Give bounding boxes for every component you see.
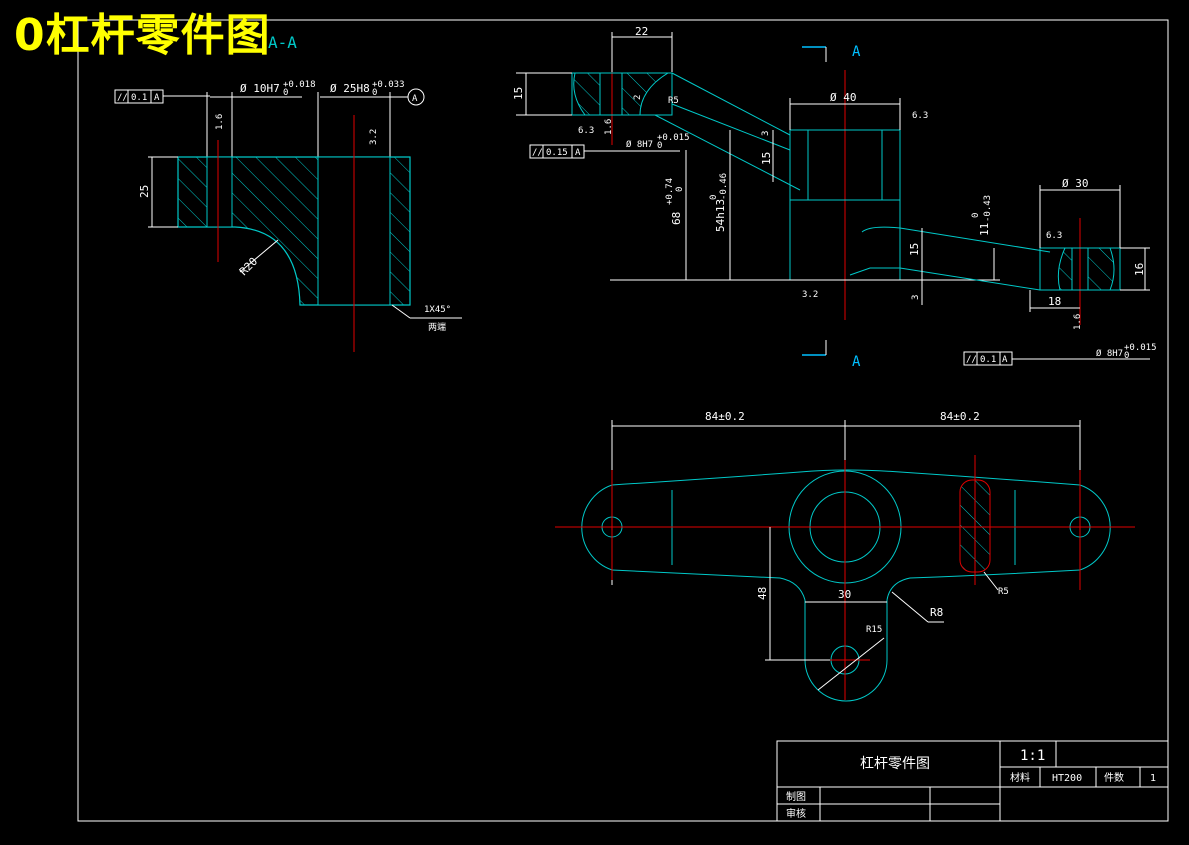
right-16: 16 (1133, 263, 1146, 276)
right-18: 18 (1048, 295, 1061, 308)
tolerance-symbol-main: // (532, 148, 543, 158)
right-bore-lower: 0 (1124, 351, 1129, 361)
section-marker-top: A (852, 44, 861, 60)
roughness-63-left: 6.3 (578, 126, 594, 136)
right-tolerance-value: 0.1 (980, 355, 996, 365)
section-view: A-A // 0.1 A Ø 10H7 +0.018 0 Ø 25H8 +0.0… (114, 33, 462, 352)
material-label: 材料 (1010, 771, 1030, 784)
height-54-upper: 0 (709, 195, 719, 200)
top-height-15: 15 (512, 87, 525, 100)
bore-small-lower: 0 (283, 88, 288, 98)
height-68-lower: 0 (675, 187, 685, 192)
outer-border (77, 19, 1169, 822)
height-68-upper: +0.74 (665, 178, 675, 205)
hub-15: 15 (908, 243, 921, 256)
radius-r8: R8 (930, 606, 943, 619)
datum-circle-label: A (412, 94, 418, 104)
tolerance-datum: A (154, 93, 160, 103)
fillet-r5: R5 (668, 96, 679, 106)
count-label: 件数 (1104, 771, 1124, 784)
dim-11-lower: -0.43 (983, 195, 993, 222)
roughness-32-base: 3.2 (802, 290, 818, 300)
dim-48: 48 (756, 587, 769, 600)
bore-8-upper: +0.015 (657, 133, 690, 143)
radius-r5: R5 (998, 587, 1009, 597)
dim-11-upper: 0 (971, 213, 981, 218)
overlay-title: 0杠杆零件图 (14, 10, 271, 61)
roughness-16: 1.6 (215, 114, 225, 130)
span-left: 84±0.2 (705, 410, 745, 423)
roughness-32: 3.2 (369, 129, 379, 145)
datum-circle (407, 88, 425, 106)
dim-3: 3 (761, 131, 771, 136)
right-tolerance-datum: A (1002, 355, 1008, 365)
span-right: 84±0.2 (940, 410, 980, 423)
roughness-16-left: 1.6 (604, 119, 614, 135)
section-label: A-A (268, 33, 297, 52)
height-54: 54h13 (714, 199, 727, 232)
dim-15: 15 (760, 152, 773, 165)
radius-r15: R15 (866, 625, 882, 635)
hub-3: 3 (911, 295, 921, 300)
diam-40: Ø 40 (830, 91, 857, 104)
height-25: 25 (138, 185, 151, 198)
right-tolerance-symbol: // (966, 355, 977, 365)
right-bore-upper: +0.015 (1124, 343, 1157, 353)
bore-8-lower: 0 (657, 141, 662, 151)
plan-view: 84±0.2 84±0.2 30 (555, 410, 1135, 702)
diam-30: Ø 30 (1062, 177, 1089, 190)
bore-large-upper: +0.033 (372, 80, 405, 90)
scale: 1:1 (1020, 748, 1045, 764)
tolerance-value-main: 0.15 (546, 148, 568, 158)
chamfer-note: 两端 (428, 321, 446, 333)
bore-8-label: Ø 8H7 (626, 139, 653, 150)
roughness-63-right: 6.3 (1046, 231, 1062, 241)
bore-small-upper: +0.018 (283, 80, 316, 90)
tolerance-symbol: // (117, 93, 128, 103)
right-roughness: 1.6 (1073, 314, 1083, 330)
right-bore-label: Ø 8H7 (1096, 348, 1123, 359)
tolerance-value: 0.1 (131, 93, 147, 103)
count-value: 1 (1150, 773, 1156, 784)
tolerance-datum-main: A (575, 148, 581, 158)
dim-11: 11 (978, 223, 991, 236)
drawn-label: 制图 (786, 790, 806, 803)
material-value: HT200 (1052, 773, 1082, 784)
roughness-63-top: 6.3 (912, 111, 928, 121)
main-view: A A 22 15 R5 2 6.3 1.6 // 0.15 A Ø 8H7 (512, 25, 1157, 370)
checked-label: 审核 (786, 807, 806, 820)
bore-large-lower: 0 (372, 88, 377, 98)
section-marker-bottom: A (852, 354, 861, 370)
height-68: 68 (670, 212, 683, 225)
part-name: 杠杆零件图 (860, 756, 930, 772)
bore-large-label: Ø 25H8 (330, 82, 370, 95)
dim-30: 30 (838, 588, 851, 601)
top-width-22: 22 (635, 25, 648, 38)
groove-2: 2 (633, 95, 643, 100)
bore-small-label: Ø 10H7 (240, 82, 280, 95)
title-block: 杠杆零件图 1:1 材料 HT200 件数 1 制图 审核 (776, 740, 1169, 822)
chamfer-label: 1X45° (424, 305, 451, 315)
height-54-lower: -0.46 (719, 173, 729, 200)
